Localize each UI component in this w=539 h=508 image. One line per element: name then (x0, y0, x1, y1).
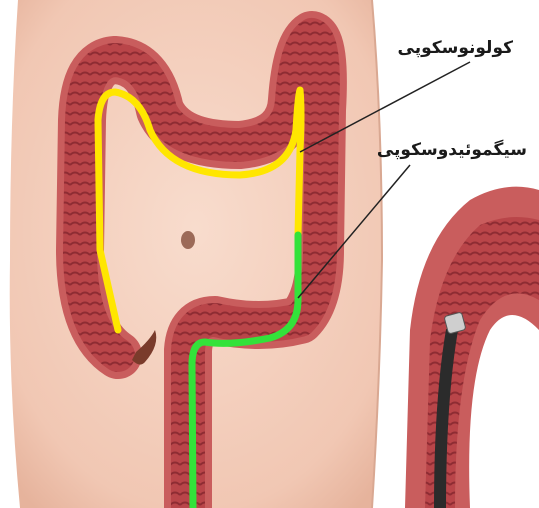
sigmoidoscopy-label: سیگموئیدوسکوپی (377, 140, 527, 160)
inset-scope-tip (444, 312, 466, 334)
colonoscopy-label: کولونوسکوپی (398, 38, 513, 58)
navel (181, 231, 195, 249)
inset-colon-with-scope (405, 187, 539, 508)
